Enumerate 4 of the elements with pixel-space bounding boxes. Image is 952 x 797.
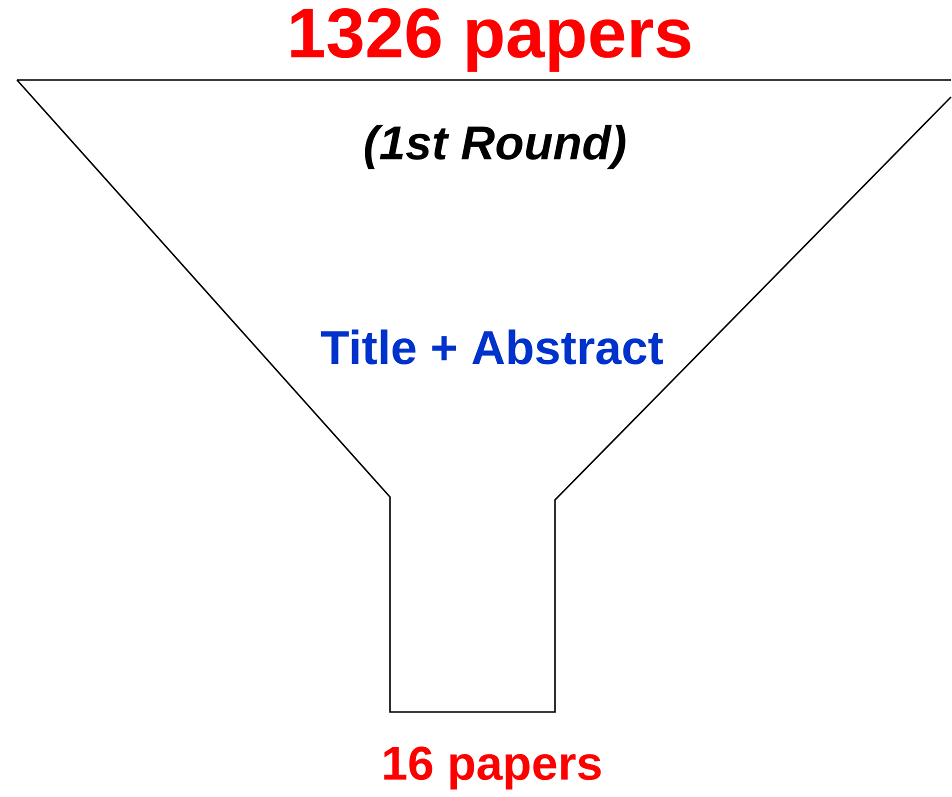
result-label: 16 papers <box>384 746 601 790</box>
criteria-label: Title + Abstract <box>320 330 663 364</box>
heading-text: 1326 papers <box>291 8 690 72</box>
round-label: (1st Round) <box>364 124 626 170</box>
